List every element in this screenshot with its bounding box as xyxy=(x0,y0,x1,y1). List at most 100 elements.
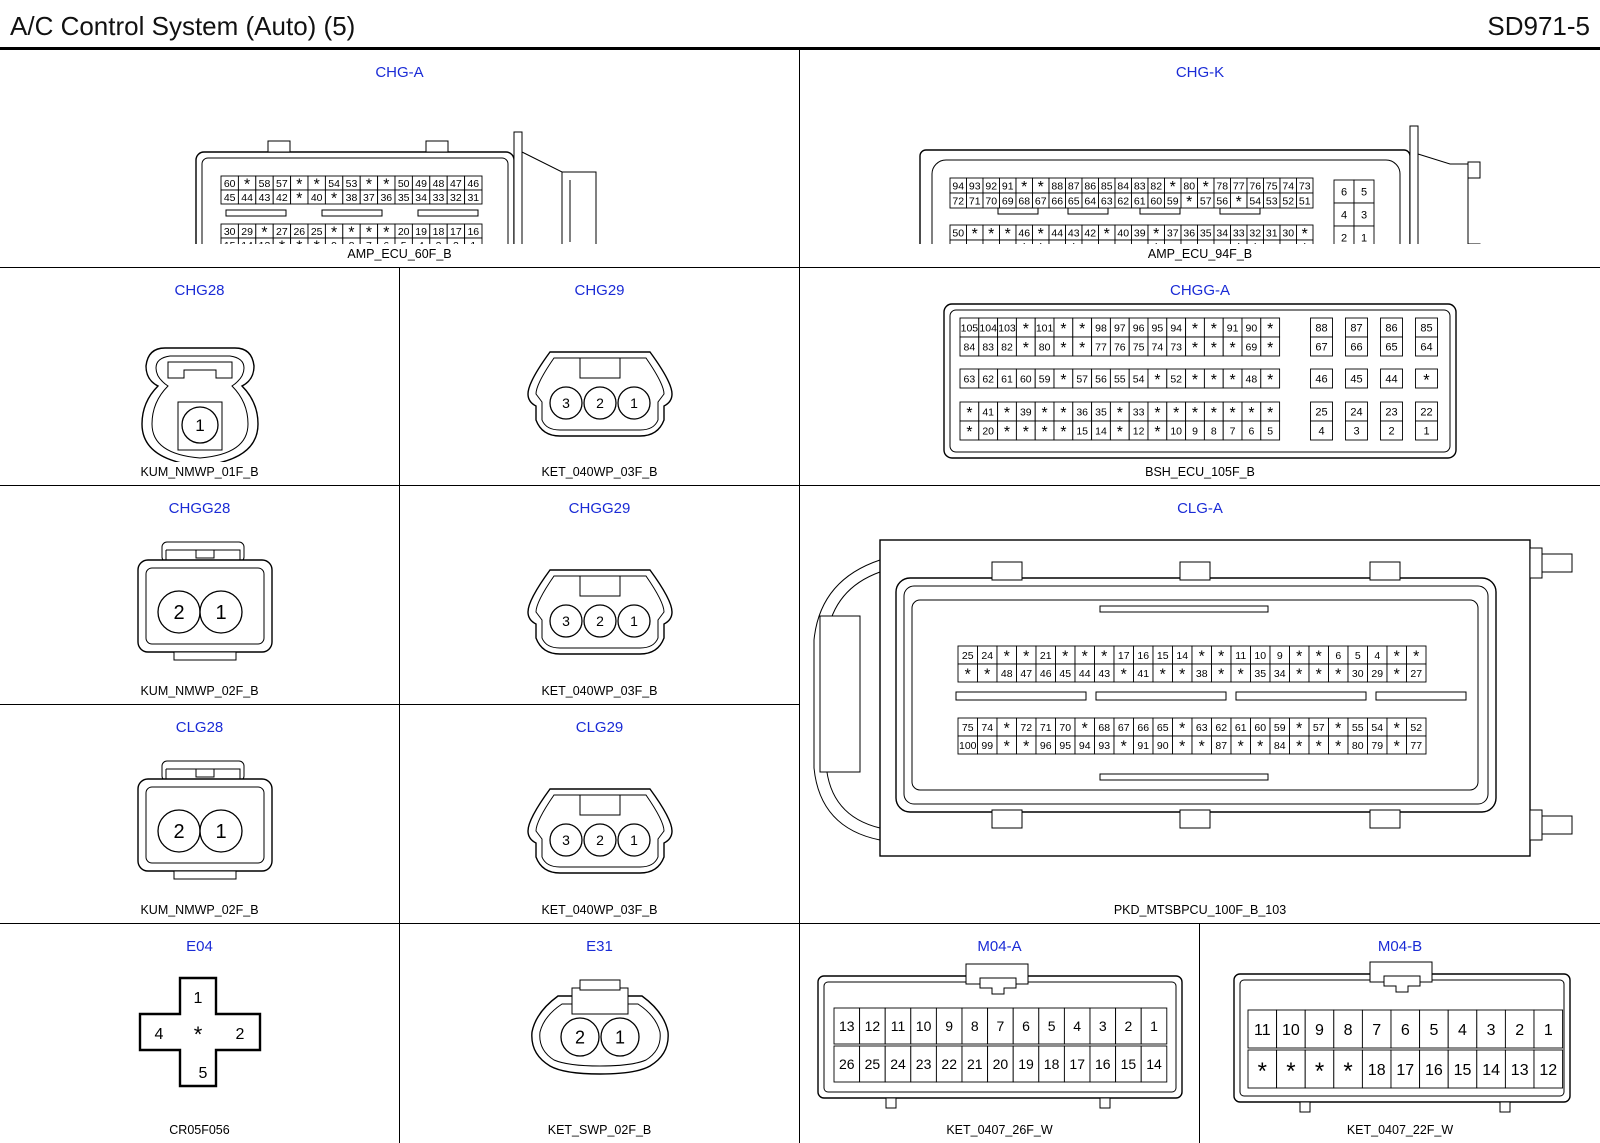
pin-number: * xyxy=(1335,721,1341,738)
connector-part: KET_040WP_03F_B xyxy=(541,903,658,917)
pin-number: 67 xyxy=(1118,722,1130,734)
pin-number: 4 xyxy=(1341,209,1347,221)
pin-number: 101 xyxy=(1036,322,1054,334)
pin-cell xyxy=(1406,663,1427,683)
pin-number: * xyxy=(1060,340,1066,357)
page-header: A/C Control System (Auto) (5) SD971-5 xyxy=(0,0,1600,50)
pin-cell xyxy=(1081,239,1099,244)
pin-number: 80 xyxy=(1352,740,1364,752)
pin-number: 11 xyxy=(1254,1022,1271,1039)
pin-number: * xyxy=(1023,424,1029,441)
pin-number: * xyxy=(1230,340,1236,357)
pin-number: 8 xyxy=(1285,242,1291,244)
pin-number: * xyxy=(296,191,302,208)
pin-number: * xyxy=(1079,321,1085,338)
pin-number: 3 xyxy=(436,240,442,244)
pin-number: 15 xyxy=(224,240,236,244)
pin-number: * xyxy=(1238,667,1244,684)
pin-number: 3 xyxy=(1487,1022,1496,1039)
pin-number: 65 xyxy=(1068,195,1080,207)
pin-number: 13 xyxy=(259,240,271,244)
pin-number: * xyxy=(1038,179,1044,196)
pin-cell xyxy=(1276,1009,1306,1049)
pin-number: 5 xyxy=(1429,1022,1438,1039)
pin-number: 8 xyxy=(1211,425,1217,437)
pin-cell xyxy=(966,239,984,244)
pin-number: 34 xyxy=(415,192,427,204)
pin-number: 35 xyxy=(1200,227,1212,239)
pin-number: * xyxy=(1004,424,1010,441)
pin-number: * xyxy=(1394,649,1400,666)
pin-number: 6 xyxy=(1022,1018,1030,1034)
pin-number: 3 xyxy=(1099,1018,1107,1034)
pin-number: 38 xyxy=(1196,668,1208,680)
pin-number: * xyxy=(1005,226,1011,243)
pin-number: * xyxy=(1267,405,1273,422)
pin-number: 7 xyxy=(997,1018,1005,1034)
pin-cell xyxy=(1276,1049,1306,1089)
pin-circle xyxy=(600,1017,640,1057)
pin-cell xyxy=(290,237,309,244)
pin-number: * xyxy=(1038,226,1044,243)
pin-cell xyxy=(1213,239,1231,244)
pin-circle xyxy=(549,386,583,420)
pin-number: 61 xyxy=(1134,195,1146,207)
pin-number: 42 xyxy=(276,192,288,204)
pin-number: 60 xyxy=(224,178,236,190)
pin-number: 5 xyxy=(1355,650,1361,662)
pin-number: 41 xyxy=(1137,668,1149,680)
pin-number: 16 xyxy=(467,226,479,238)
pin-number: * xyxy=(1192,321,1198,338)
pin-number: * xyxy=(1296,739,1302,756)
pin-number: 25 xyxy=(962,650,974,662)
pin-number: 26 xyxy=(985,242,997,244)
pin-number: 88 xyxy=(1051,180,1063,192)
pin-number: * xyxy=(984,667,990,684)
pin-number: 15 xyxy=(1157,650,1169,662)
pin-cell xyxy=(1390,1049,1421,1089)
pin-number: 52 xyxy=(1282,195,1294,207)
pin-number: 44 xyxy=(1079,668,1091,680)
pin-number: 65 xyxy=(1157,722,1169,734)
pin-number: 29 xyxy=(241,226,253,238)
pin-number: 1 xyxy=(1544,1022,1553,1039)
pin-number: 11 xyxy=(891,1018,906,1034)
pin-cell xyxy=(1197,239,1215,244)
pin-number: * xyxy=(1296,667,1302,684)
pin-number: 90 xyxy=(1157,740,1169,752)
pin-cell xyxy=(1012,1045,1040,1083)
pin-circle xyxy=(549,604,583,638)
pin-number: 35 xyxy=(1095,406,1107,418)
pin-number: 25 xyxy=(311,226,323,238)
pin-number: 4 xyxy=(1458,1022,1467,1039)
pin-number: * xyxy=(1179,667,1185,684)
pin-number: * xyxy=(966,424,972,441)
pin-number: 2 xyxy=(453,240,459,244)
pin-number: 6 xyxy=(383,240,389,244)
pin-cell xyxy=(1415,420,1438,441)
pin-number: 3 xyxy=(1361,209,1367,221)
pin-cell xyxy=(464,189,483,205)
pin-number: 32 xyxy=(1249,227,1261,239)
pin-number: 72 xyxy=(952,195,964,207)
pin-cell xyxy=(272,237,292,244)
pin-number: 39 xyxy=(1020,406,1032,418)
pin-number: 84 xyxy=(964,341,976,353)
connector-name: M04-B xyxy=(1377,938,1423,955)
pin-number: * xyxy=(1302,241,1308,244)
pin-number: 94 xyxy=(1079,740,1091,752)
pin-cell xyxy=(1415,336,1438,357)
pin-number: 12 xyxy=(865,1018,881,1034)
pin-number: 36 xyxy=(380,192,392,204)
pin-number: 14 xyxy=(1095,425,1107,437)
pin-number: * xyxy=(1211,405,1217,422)
pin-number: 35 xyxy=(1254,668,1266,680)
pin-number: * xyxy=(314,239,320,244)
pin-number: 5 xyxy=(1361,186,1367,198)
pin-cell xyxy=(1260,336,1281,357)
pin-number: * xyxy=(1286,1058,1295,1085)
